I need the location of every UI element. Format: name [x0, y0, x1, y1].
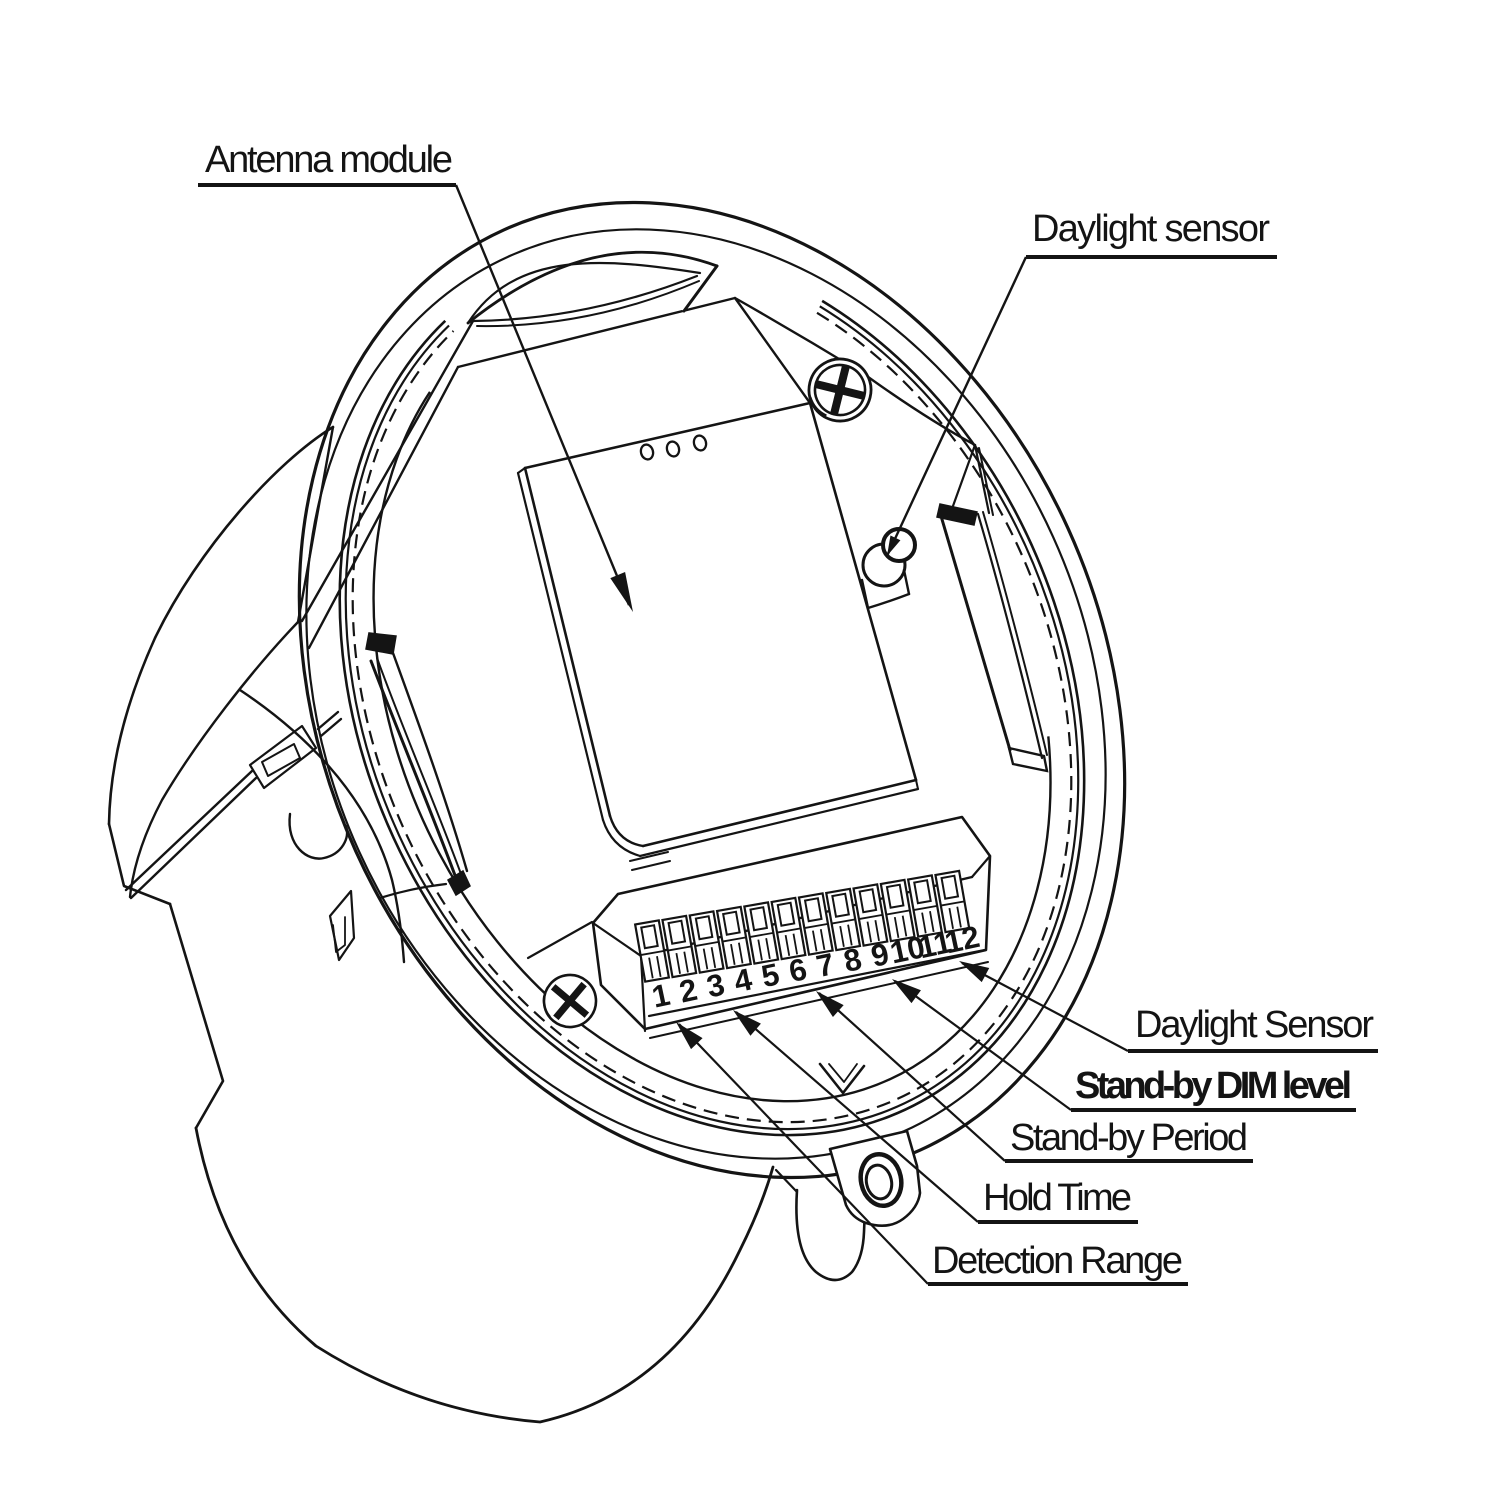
svg-text:Detection Range: Detection Range [932, 1240, 1183, 1282]
svg-text:11: 11 [915, 924, 954, 965]
svg-text:Hold Time: Hold Time [983, 1177, 1132, 1219]
svg-text:Antenna module: Antenna module [205, 139, 453, 181]
svg-text:12: 12 [942, 919, 983, 960]
svg-text:Daylight sensor: Daylight sensor [1032, 208, 1270, 250]
svg-text:Stand-by Period: Stand-by Period [1010, 1117, 1248, 1159]
svg-text:Daylight Sensor: Daylight Sensor [1135, 1004, 1374, 1046]
svg-text:10: 10 [887, 929, 928, 970]
svg-text:Stand-by DIM level: Stand-by DIM level [1075, 1065, 1352, 1107]
